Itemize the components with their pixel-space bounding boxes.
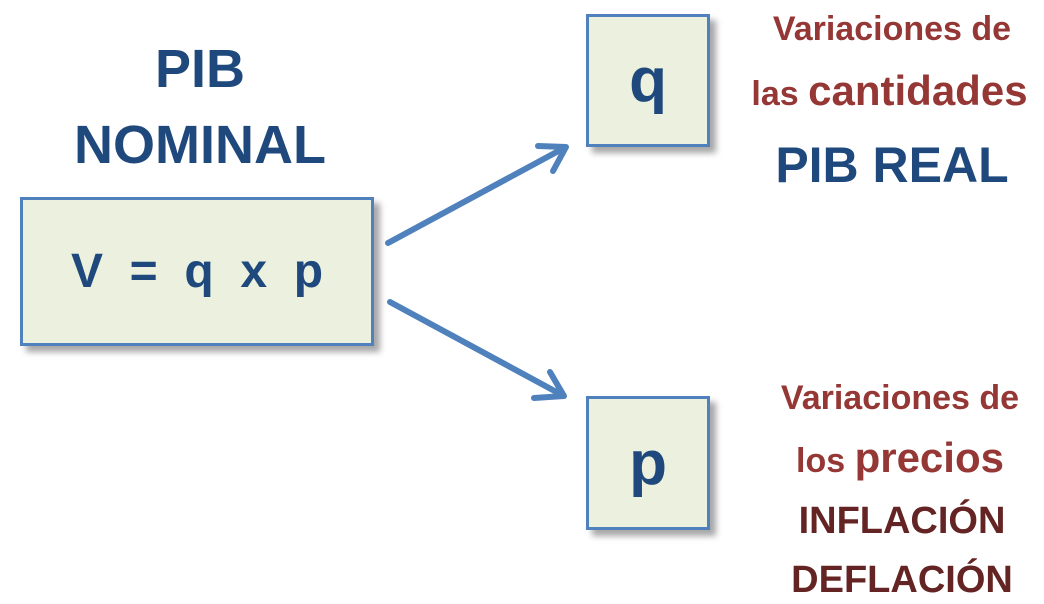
pib-real-label: PIB REAL — [775, 137, 1009, 193]
pib-nominal-title-line1: PIB — [154, 39, 246, 99]
p-box: p — [586, 396, 710, 530]
pib-nominal-title-line2: NOMINAL — [74, 115, 326, 175]
quantities-prefix: las — [751, 75, 809, 113]
arrow-to-p — [387, 299, 567, 401]
prices-prefix: los — [796, 442, 855, 480]
deflation-label: DEFLACIÓN — [791, 559, 1013, 601]
quantities-variation-line2: las cantidades — [735, 70, 1044, 112]
quantities-variation-line1: Variaciones de — [772, 10, 1012, 48]
q-box-label: q — [629, 46, 667, 115]
arrow-to-q — [385, 143, 569, 246]
equation-text: V = q x p — [70, 245, 324, 298]
quantities-emphasis: cantidades — [808, 67, 1028, 114]
inflation-label: INFLACIÓN — [798, 500, 1006, 542]
q-box: q — [586, 14, 710, 147]
p-box-label: p — [629, 428, 667, 498]
equation-box: V = q x p — [20, 197, 374, 346]
prices-variation-line2: los precios — [756, 437, 1044, 479]
prices-emphasis: precios — [854, 434, 1004, 481]
prices-variation-line1: Variaciones de — [780, 379, 1020, 417]
